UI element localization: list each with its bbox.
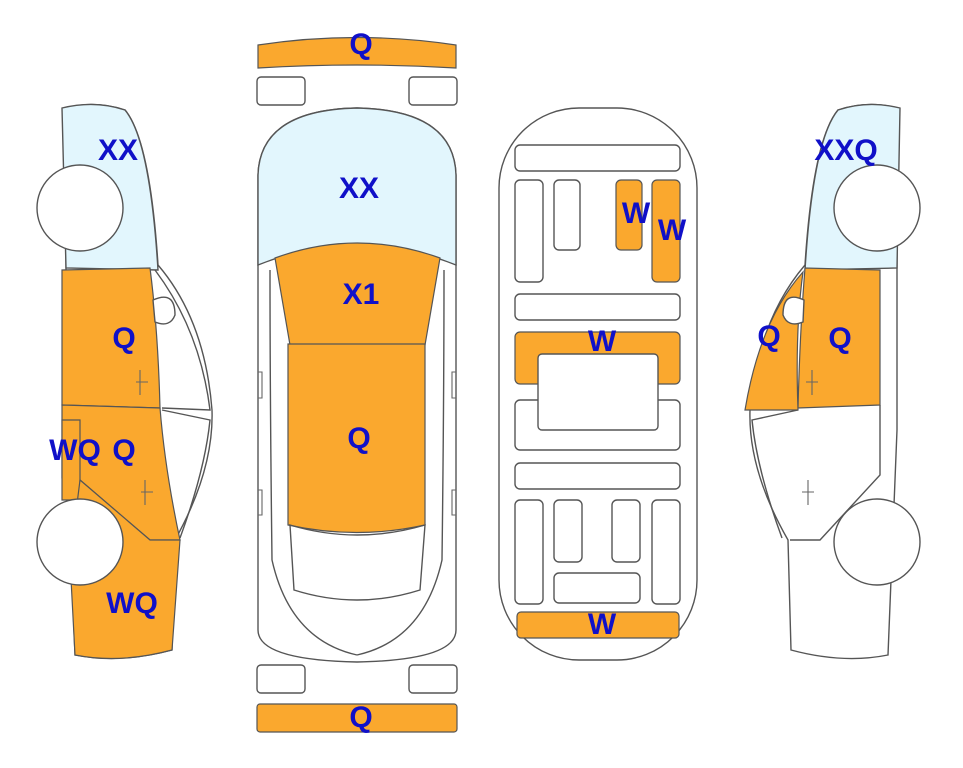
top-pillar-left <box>258 489 263 516</box>
left-door-handle-rear <box>141 480 153 505</box>
underbody-crossbar-2 <box>514 462 681 490</box>
top-right-contour <box>356 269 445 656</box>
underbody-rear-rail-3 <box>611 499 641 563</box>
left-rear-wheel <box>36 498 124 586</box>
left-window-line <box>154 269 211 411</box>
underbody-rear-box <box>553 572 641 604</box>
underbody-crossbar-1 <box>514 293 681 321</box>
code-underbody-rear: W <box>588 608 617 641</box>
code-underbody-front-right: W <box>658 214 687 247</box>
code-left-windshield: XX <box>98 134 138 167</box>
top-mirror-right <box>451 371 456 399</box>
code-underbody-front-left: W <box>622 197 651 230</box>
code-top-windshield: XX <box>339 172 379 205</box>
code-right-rear-door: Q <box>757 320 780 353</box>
top-rear-bumper <box>256 703 458 733</box>
right-window-line <box>751 409 799 539</box>
underbody-rail-left-2 <box>553 179 581 251</box>
damage-codes: XX Q WQ Q WQ Q XX X1 Q Q W W W W XXQ Q Q <box>49 28 878 734</box>
code-top-rear-bumper: Q <box>349 701 372 734</box>
left-front-door <box>61 267 161 409</box>
underbody-center-box <box>537 353 659 431</box>
code-top-roof: Q <box>347 422 370 455</box>
right-rear-wheel <box>833 498 921 586</box>
right-door-handle-front <box>806 370 818 395</box>
right-window-line-2 <box>790 405 881 541</box>
top-front-light-left <box>256 76 306 106</box>
right-mirror <box>782 296 805 325</box>
underbody-rear-crossmember <box>516 611 680 639</box>
underbody-front-panel <box>514 144 681 172</box>
top-view <box>256 36 458 733</box>
underbody-rear-rail-4 <box>651 499 681 605</box>
top-rear-light-right <box>408 664 458 694</box>
right-side-view <box>744 103 921 660</box>
code-right-windshield: XXQ <box>814 134 877 167</box>
code-left-rocker: WQ <box>49 434 101 467</box>
underbody-floor-front-left <box>615 179 643 251</box>
code-top-front-bumper: Q <box>349 28 372 61</box>
left-front-wheel <box>36 164 124 252</box>
code-right-front-door: Q <box>828 322 851 355</box>
top-rear-light-left <box>256 664 306 694</box>
code-left-front-door: Q <box>112 322 135 355</box>
underbody-rear-rail-2 <box>553 499 583 563</box>
right-front-wheel <box>833 164 921 252</box>
underbody-floor-front-right <box>651 179 681 283</box>
left-door-handle-front <box>136 370 148 395</box>
code-underbody-center: W <box>588 325 617 358</box>
underbody-view <box>498 107 698 661</box>
top-pillar-right <box>451 489 456 516</box>
top-front-light-right <box>408 76 458 106</box>
left-window-line-2 <box>161 409 211 539</box>
code-top-hood: X1 <box>343 278 380 311</box>
right-door-handle-rear <box>802 480 814 505</box>
code-left-rear-door: Q <box>112 434 135 467</box>
underbody-rear-rail-1 <box>514 499 544 605</box>
top-left-contour <box>269 269 358 656</box>
code-left-rear-quarter: WQ <box>106 587 158 620</box>
top-rear-window <box>289 524 426 601</box>
left-mirror <box>152 296 176 325</box>
left-side-view <box>36 103 213 660</box>
underbody-rail-left-1 <box>514 179 544 283</box>
top-front-bumper <box>257 36 457 69</box>
top-hood <box>274 242 441 346</box>
top-mirror-left <box>258 371 263 399</box>
